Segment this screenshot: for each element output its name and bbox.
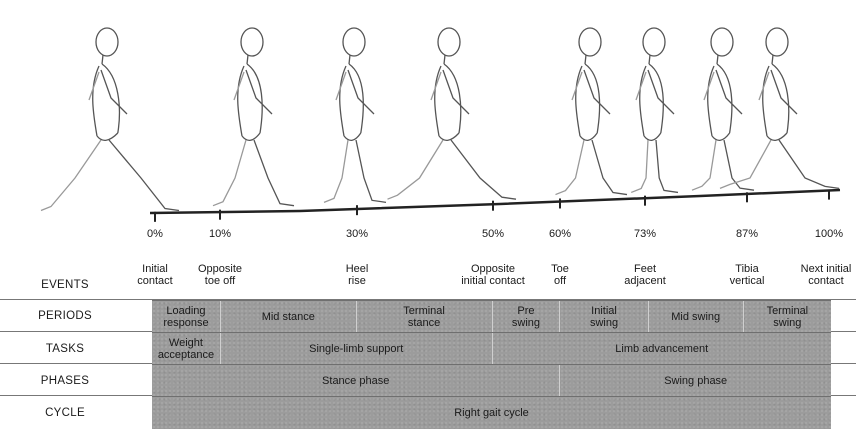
cycle-band: Right gait cycle: [152, 396, 831, 429]
percent-label: 50%: [463, 228, 523, 240]
walking-figures-illustration: [0, 0, 856, 230]
percent-label: 87%: [717, 228, 777, 240]
walking-figure: [556, 28, 628, 195]
percent-label: 30%: [327, 228, 387, 240]
walking-figure: [324, 28, 386, 202]
percent-label: 0%: [125, 228, 185, 240]
walking-figure: [388, 28, 517, 199]
row-label-tasks: TASKS: [0, 343, 130, 355]
period-segment: Mid swing: [648, 301, 743, 332]
walking-figure: [692, 28, 754, 190]
walking-figure: [41, 28, 179, 210]
ground-line: [150, 190, 840, 213]
period-segment: Mid stance: [220, 301, 356, 332]
row-label-phases: PHASES: [0, 375, 130, 387]
phase-segment: Swing phase: [559, 365, 831, 396]
percent-label: 10%: [190, 228, 250, 240]
phase-segment: Stance phase: [152, 365, 559, 396]
percent-label: 100%: [799, 228, 856, 240]
row-label-cycle: CYCLE: [0, 407, 130, 419]
row-label-periods: PERIODS: [0, 310, 130, 322]
percent-label: 60%: [530, 228, 590, 240]
percent-label: 73%: [615, 228, 675, 240]
figure-group: [41, 28, 839, 210]
walking-figure: [213, 28, 294, 206]
row-label-events: EVENTS: [0, 279, 130, 291]
cycle-segment: Right gait cycle: [152, 397, 831, 429]
task-segment: Limb advancement: [492, 333, 832, 364]
task-segment: Single-limb support: [220, 333, 492, 364]
walking-figure: [631, 28, 678, 192]
walking-figure: [720, 28, 839, 188]
